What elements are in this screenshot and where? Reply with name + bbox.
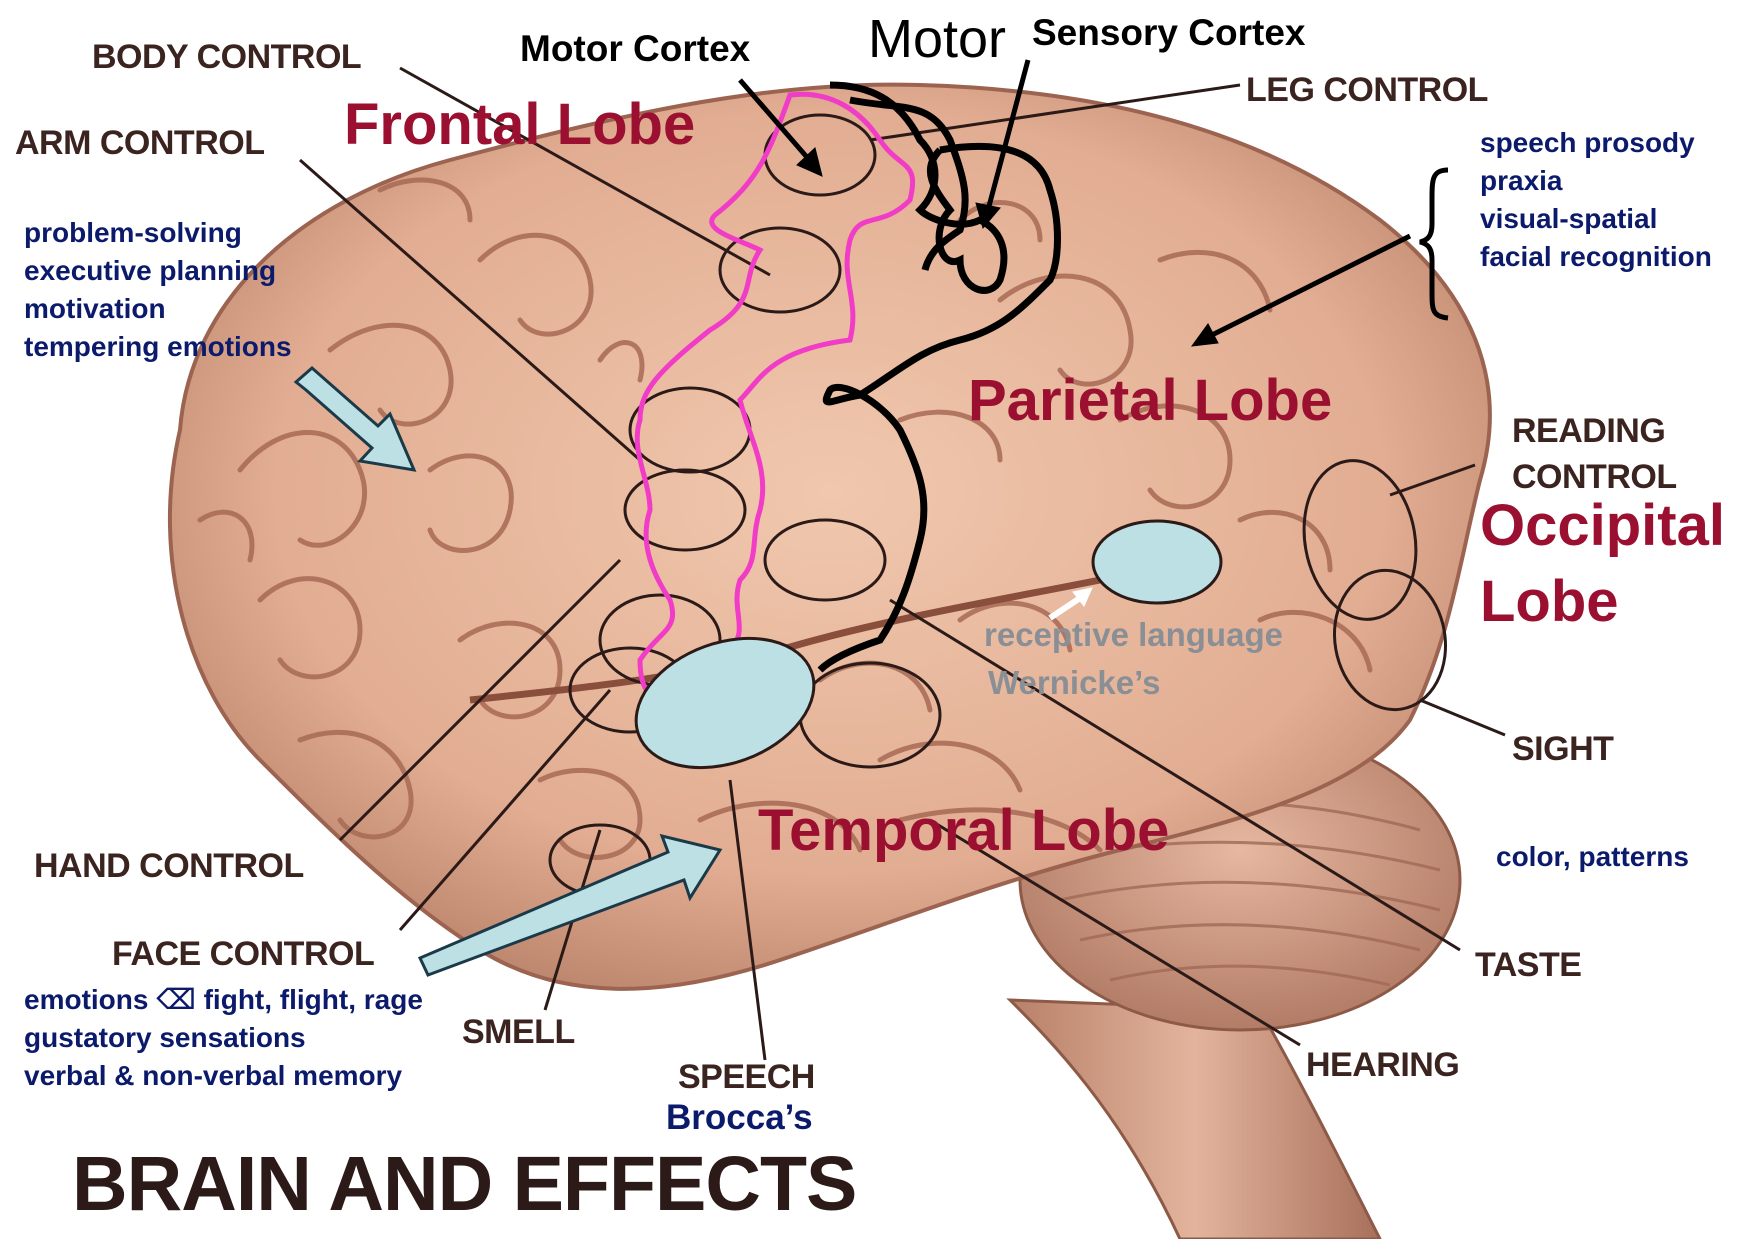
smell-label: SMELL [462, 1015, 575, 1049]
face-control-label: FACE CONTROL [112, 937, 374, 971]
parietal-function-item: praxia [1480, 162, 1712, 200]
temporal-functions-list: emotions ⌫ fight, flight, rage gustatory… [24, 981, 423, 1095]
frontal-function-item: executive planning [24, 252, 292, 290]
hearing-label: HEARING [1306, 1048, 1459, 1082]
occipital-lobe-label-line2: Lobe [1480, 573, 1619, 631]
frontal-lobe-label: Frontal Lobe [344, 96, 695, 154]
parietal-lobe-label: Parietal Lobe [968, 372, 1332, 430]
occipital-functions: color, patterns [1496, 838, 1689, 876]
reading-control-label-line2: CONTROL [1512, 460, 1677, 494]
diagram-title: BRAIN AND EFFECTS [72, 1146, 856, 1223]
parietal-function-item: speech prosody [1480, 124, 1712, 162]
motor-label: Motor [868, 12, 1006, 66]
frontal-function-item: motivation [24, 290, 292, 328]
wernickes-area [1093, 521, 1221, 603]
reading-control-label-line1: READING [1512, 414, 1665, 448]
motor-cortex-label: Motor Cortex [520, 30, 750, 67]
occipital-lobe-label-line1: Occipital [1480, 497, 1725, 555]
wernickes-area-label: Wernicke’s [988, 666, 1160, 699]
temporal-function-item: gustatory sensations [24, 1019, 423, 1057]
parietal-function-item: visual-spatial [1480, 200, 1712, 238]
taste-label: TASTE [1475, 948, 1581, 982]
broccas-area-label: Brocca’s [666, 1100, 813, 1135]
parietal-function-item: facial recognition [1480, 238, 1712, 276]
temporal-function-item: verbal & non-verbal memory [24, 1057, 423, 1095]
sight-label: SIGHT [1512, 732, 1613, 766]
sensory-cortex-label: Sensory Cortex [1032, 14, 1306, 51]
frontal-function-item: tempering emotions [24, 328, 292, 366]
frontal-functions-list: problem-solving executive planning motiv… [24, 214, 292, 366]
body-control-label: BODY CONTROL [92, 40, 361, 74]
hand-control-label: HAND CONTROL [34, 849, 304, 883]
frontal-function-item: problem-solving [24, 214, 292, 252]
parietal-functions-list: speech prosody praxia visual-spatial fac… [1480, 124, 1712, 276]
temporal-function-item: emotions ⌫ fight, flight, rage [24, 981, 423, 1019]
brain-stem [1010, 1000, 1380, 1239]
arm-control-label: ARM CONTROL [15, 126, 264, 160]
wernicke-description: receptive language [984, 618, 1283, 651]
leg-control-label: LEG CONTROL [1246, 73, 1488, 107]
temporal-lobe-label: Temporal Lobe [758, 802, 1169, 860]
speech-label: SPEECH [678, 1060, 815, 1094]
